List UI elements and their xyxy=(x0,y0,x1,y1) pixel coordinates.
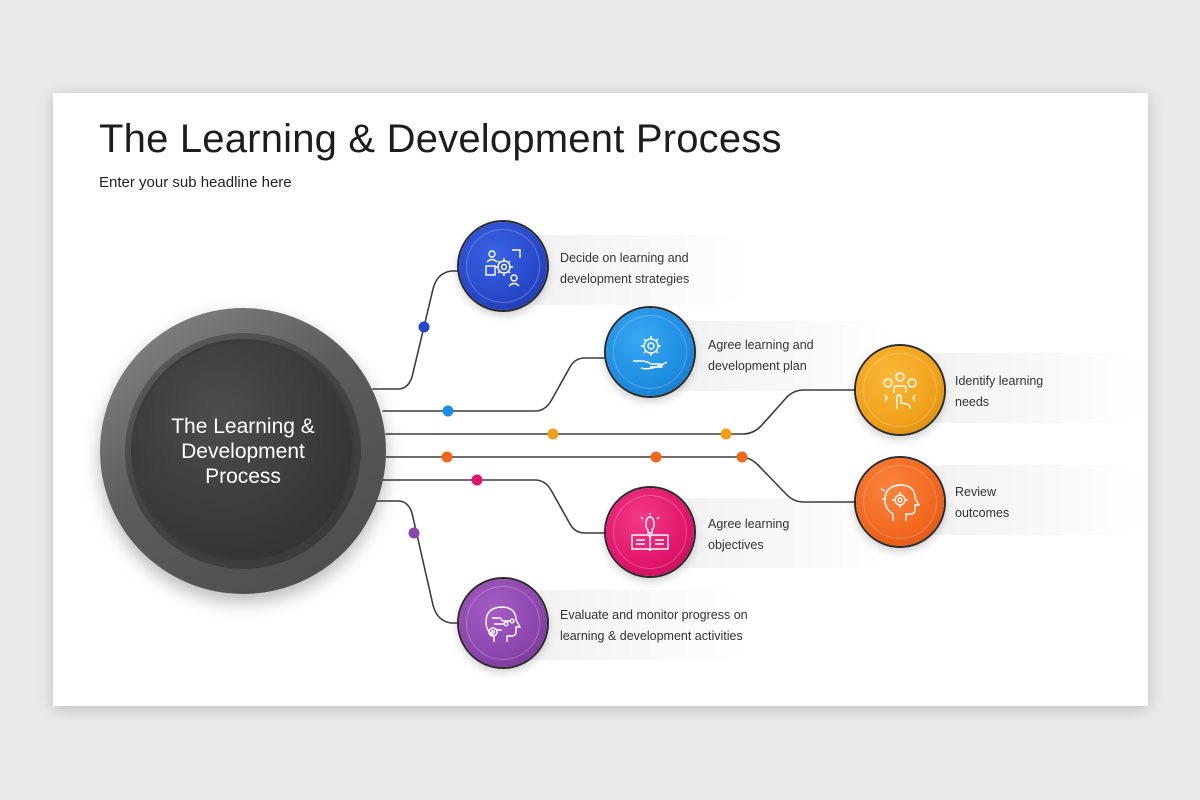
connector-dot xyxy=(442,405,454,417)
step-4-node[interactable] xyxy=(856,458,944,546)
connector-line-6 xyxy=(372,500,462,624)
connector-dot xyxy=(418,321,430,333)
page-title: The Learning & Development Process xyxy=(99,117,782,161)
step-2-label: Agree learning and development plan xyxy=(708,338,814,373)
connector-layer xyxy=(372,270,857,624)
team-hand-icon xyxy=(883,372,917,409)
hub-label: The Learning & Development Process xyxy=(171,414,315,488)
step-3-node[interactable] xyxy=(856,346,944,434)
connector-line-3 xyxy=(385,389,857,435)
step-1-label: Decide on learning and development strat… xyxy=(560,251,690,286)
connector-dot xyxy=(736,451,748,463)
step-1-node[interactable] xyxy=(459,222,547,310)
strategy-gears-icon xyxy=(485,249,521,287)
step-5-label: Agree learning objectives xyxy=(708,517,790,552)
connector-dot xyxy=(441,451,453,463)
page-subtitle: Enter your sub headline here xyxy=(99,174,292,191)
connector-dot xyxy=(650,451,662,463)
gear-hand-icon xyxy=(633,336,668,370)
connector-dot xyxy=(471,474,483,486)
connector-line-1 xyxy=(372,270,462,390)
hub-circle xyxy=(131,339,355,563)
connector-dot xyxy=(408,527,420,539)
connector-dot xyxy=(720,428,732,440)
head-gear-icon xyxy=(880,484,921,521)
step-2-node[interactable] xyxy=(606,308,694,396)
step-6-node[interactable] xyxy=(459,579,547,667)
step-4-label: Review outcomes xyxy=(955,485,1010,520)
book-lightbulb-icon xyxy=(631,513,669,552)
step-5-node[interactable] xyxy=(606,488,694,576)
connector-dot xyxy=(547,428,559,440)
step-3-label: Identify learning needs xyxy=(955,374,1044,409)
head-circuit-icon xyxy=(485,606,522,642)
slide: The Learning & Development Process Enter… xyxy=(53,93,1148,706)
connector-line-5 xyxy=(382,479,609,534)
connector-line-2 xyxy=(382,357,609,412)
step-6-label: Evaluate and monitor progress on learnin… xyxy=(560,608,748,643)
